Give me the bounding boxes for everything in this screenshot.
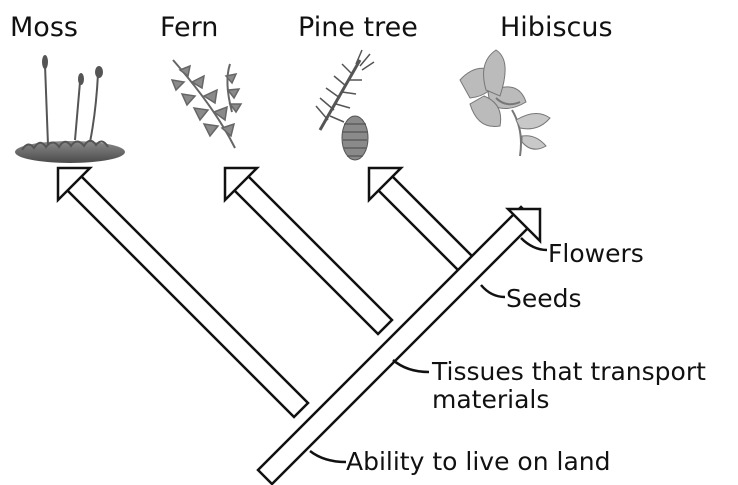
branch-fern <box>225 168 392 334</box>
fern-icon <box>172 60 241 148</box>
moss-icon <box>15 55 125 163</box>
trait-label-seeds: Seeds <box>506 285 582 313</box>
branch-pine-tree <box>369 168 475 273</box>
trait-ticks <box>310 238 547 462</box>
tick-seeds <box>481 285 505 297</box>
trait-label-tissues: Tissues that transport materials <box>432 358 706 414</box>
pine-cone-icon <box>316 50 374 160</box>
trait-label-land: Ability to live on land <box>346 448 610 476</box>
hibiscus-flower-icon <box>460 50 550 156</box>
tick-tissues <box>393 360 429 372</box>
tick-land <box>310 451 346 462</box>
tick-flowers <box>521 238 547 250</box>
trait-label-flowers: Flowers <box>548 240 644 268</box>
